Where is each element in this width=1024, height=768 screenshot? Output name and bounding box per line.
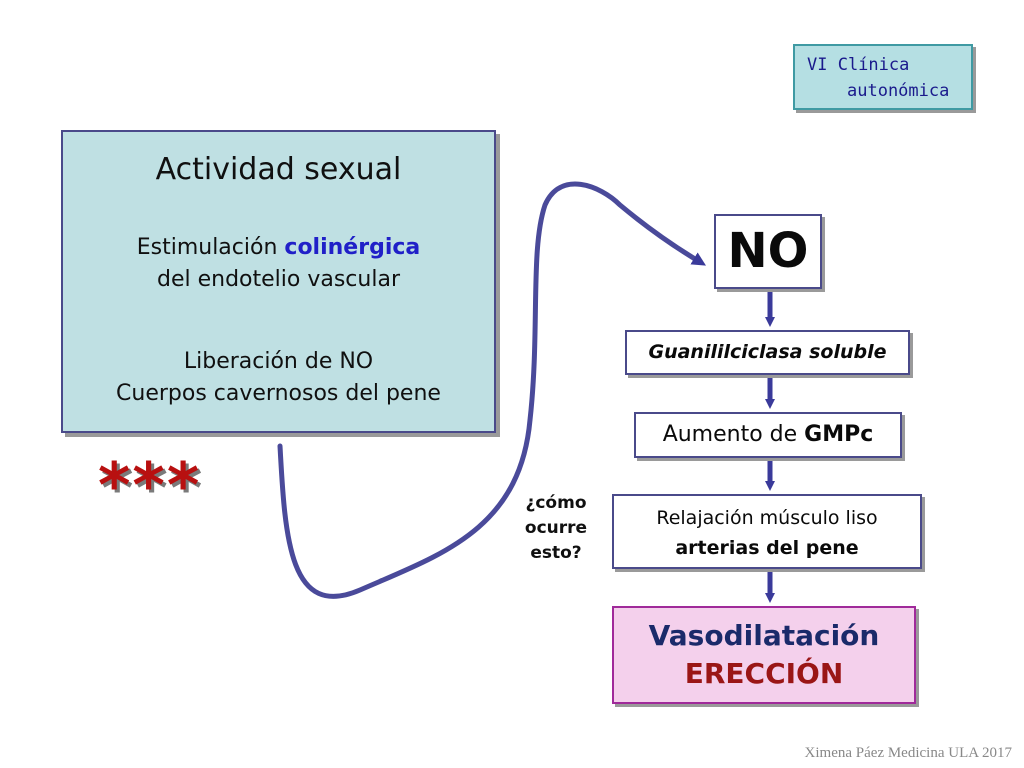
section-tag-line1: VI Clínica <box>807 55 910 75</box>
rel-line1: Relajación músculo liso <box>656 507 878 529</box>
stim-line2: del endotelio vascular <box>157 267 400 292</box>
footer-credit: Ximena Páez Medicina ULA 2017 <box>804 745 1012 761</box>
section-tag: VI Clínica autonómica <box>793 44 973 110</box>
activity-box: Actividad sexual Estimulación colinérgic… <box>61 130 496 433</box>
no-box: NO <box>714 214 822 289</box>
question-line1: ¿cómo <box>525 493 587 513</box>
erection-label: ERECCIÓN <box>684 657 844 690</box>
lib-line1: Liberación de NO <box>183 349 374 374</box>
stim-prefix: Estimulación <box>136 235 285 260</box>
rel-line2: arterias del pene <box>675 537 859 559</box>
relaxation-box: Relajación músculo liso arterias del pen… <box>612 494 922 569</box>
liberation-text: Liberación de NO Cuerpos cavernosos del … <box>63 346 494 410</box>
vasodilation-box: Vasodilatación ERECCIÓN <box>612 606 916 704</box>
question-text: ¿cómo ocurre esto? <box>506 491 606 566</box>
gmp-prefix: Aumento de <box>662 422 805 447</box>
gmp-box: Aumento de GMPc <box>634 412 902 458</box>
gmp-bold: GMPc <box>804 422 874 447</box>
stars-annotation: *** <box>98 449 202 522</box>
relaxation-text: Relajación músculo liso arterias del pen… <box>614 496 920 563</box>
stim-highlight: colinérgica <box>284 235 421 260</box>
stimulation-text: Estimulación colinérgica del endotelio v… <box>63 232 494 296</box>
question-line3: esto? <box>530 543 582 563</box>
guanilil-box: Guanililciclasa soluble <box>625 330 910 375</box>
lib-line2: Cuerpos cavernosos del pene <box>116 381 441 406</box>
activity-title: Actividad sexual <box>155 152 402 187</box>
vasodilation-label: Vasodilatación <box>648 619 880 652</box>
question-line2: ocurre <box>524 518 588 538</box>
guanilil-label: Guanililciclasa soluble <box>648 341 887 363</box>
section-tag-line2: autonómica <box>847 81 950 101</box>
no-label: NO <box>727 223 809 279</box>
gmp-text: Aumento de GMPc <box>636 414 900 456</box>
curved-arrow <box>277 181 707 599</box>
